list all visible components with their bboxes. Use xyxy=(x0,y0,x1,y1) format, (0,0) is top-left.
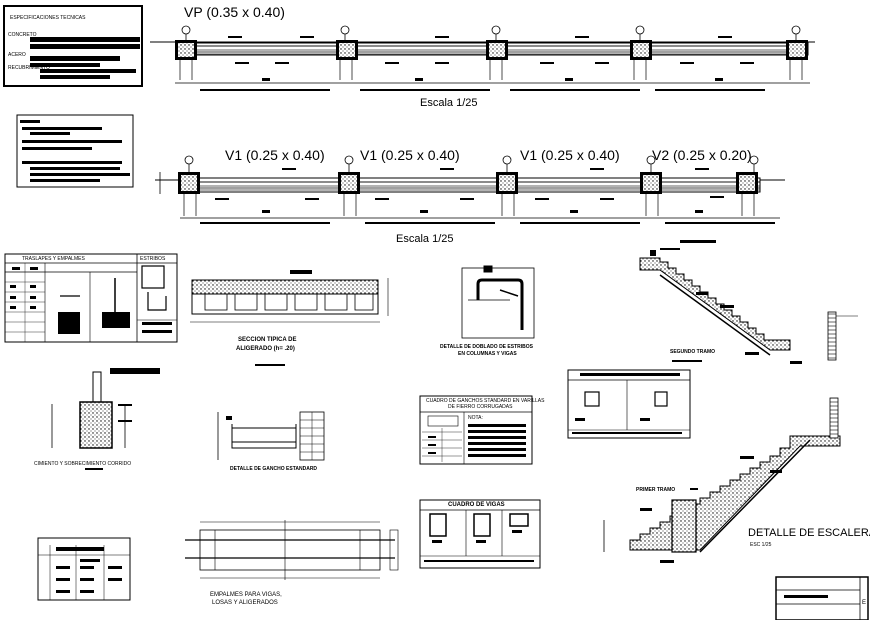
beam-vp-title: VP (0.35 x 0.40) xyxy=(184,4,285,20)
title-block-letter: E xyxy=(862,600,867,606)
seccion-title-2: ALIGERADO (h= .20) xyxy=(236,346,295,352)
spec-box xyxy=(3,5,143,87)
scale-label-1: Escala 1/25 xyxy=(420,97,478,109)
primer-tramo-label: PRIMER TRAMO xyxy=(636,487,676,493)
cuadro-ganchos-nota: NOTA: xyxy=(468,415,483,421)
beam-v2-title: V2 (0.25 x 0.20) xyxy=(652,147,752,163)
gancho-label: DETALLE DE GANCHO ESTANDARD xyxy=(230,466,318,472)
cuadro-ganchos-title-2: DE FIERRO CORRUGADAS xyxy=(448,404,513,410)
empalmes-title-1: EMPALMES PARA VIGAS, xyxy=(210,592,282,598)
beam-v1-title-c: V1 (0.25 x 0.40) xyxy=(520,147,620,163)
beam-v1-title-a: V1 (0.25 x 0.40) xyxy=(225,147,325,163)
seccion-tipica-aligerado xyxy=(190,270,389,366)
spec-concreto: CONCRETO xyxy=(8,32,37,38)
spec-recubrimiento: RECUBRIMIENTO xyxy=(8,65,50,71)
primer-tramo-stair xyxy=(603,397,841,563)
segundo-tramo-label: SEGUNDO TRAMO xyxy=(670,349,715,355)
escalera-scale: ESC 1/25 xyxy=(750,542,772,548)
seccion-vigas-table xyxy=(567,369,691,439)
detalle-gancho xyxy=(217,411,325,461)
cimiento-corrido xyxy=(51,368,160,470)
beam-vp-elevation xyxy=(150,25,815,91)
empalmes-title-2: LOSAS Y ALIGERADOS xyxy=(212,600,278,606)
small-table xyxy=(37,537,131,601)
segundo-tramo-stair xyxy=(639,240,858,364)
spec-title: ESPECIFICACIONES TECNICAS xyxy=(10,15,86,21)
cuadro-vigas xyxy=(419,499,541,569)
cuadro-ganchos xyxy=(419,395,533,465)
traslapes-title: TRASLAPES Y EMPALMES xyxy=(22,256,85,262)
empalmes-vigas xyxy=(185,520,399,580)
beam-v1-title-b: V1 (0.25 x 0.40) xyxy=(360,147,460,163)
estribos-title: ESTRIBOS xyxy=(140,256,166,262)
traslapes-fills xyxy=(10,267,172,334)
traslapes-table xyxy=(4,253,178,343)
doblado-title-2: EN COLUMNAS Y VIGAS xyxy=(458,351,517,357)
escalera-title: DETALLE DE ESCALERA xyxy=(748,527,870,539)
doblado-title-1: DETALLE DE DOBLADO DE ESTRIBOS xyxy=(440,344,533,350)
notes-box xyxy=(16,114,134,188)
seccion-title-1: SECCION TIPICA DE xyxy=(238,337,297,343)
beam-v1-elevation xyxy=(155,155,785,224)
title-block xyxy=(775,576,869,620)
detalle-doblado-estribos xyxy=(461,265,535,339)
cuadro-ganchos-title-1: CUADRO DE GANCHOS STANDARD EN VARILLAS xyxy=(426,398,545,404)
cuadro-vigas-title: CUADRO DE VIGAS xyxy=(448,502,505,508)
spec-acero: ACERO xyxy=(8,52,26,58)
scale-label-2: Escala 1/25 xyxy=(396,233,454,245)
cimiento-label: CIMIENTO Y SOBRECIMIENTO CORRIDO xyxy=(34,461,132,467)
